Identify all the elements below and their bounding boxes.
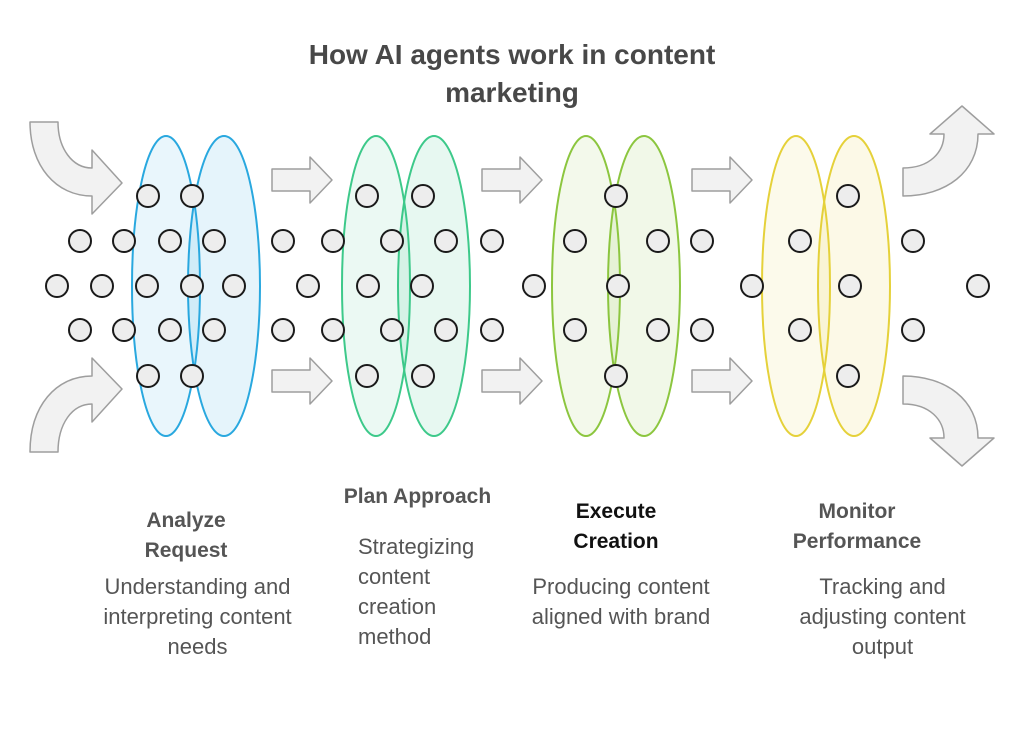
dot [646, 318, 670, 342]
dot [836, 184, 860, 208]
dot [788, 318, 812, 342]
dot [901, 229, 925, 253]
dot [271, 229, 295, 253]
step-desc-plan: Strategizing content creation method [358, 534, 475, 649]
curved-arrow-out-icon [902, 375, 995, 467]
dot [522, 274, 546, 298]
dot [202, 318, 226, 342]
dot [966, 274, 990, 298]
dot [410, 274, 434, 298]
curved-arrow-out-icon [902, 105, 995, 197]
dot [296, 274, 320, 298]
dot [901, 318, 925, 342]
ring-execute [551, 135, 681, 437]
dot [690, 318, 714, 342]
dot [180, 364, 204, 388]
dot [434, 318, 458, 342]
dot [690, 229, 714, 253]
dot [838, 274, 862, 298]
dot [136, 184, 160, 208]
dot [604, 364, 628, 388]
dot [563, 318, 587, 342]
dot [355, 184, 379, 208]
curved-arrow-in-icon [29, 357, 123, 453]
dot [202, 229, 226, 253]
dot [112, 229, 136, 253]
arrow-right-icon [481, 156, 543, 204]
step-title-execute: Execute Creation [573, 500, 659, 553]
curved-arrow-in-icon [29, 121, 123, 215]
dot [434, 229, 458, 253]
dot [136, 364, 160, 388]
dot [45, 274, 69, 298]
arrow-right-icon [271, 357, 333, 405]
dot [158, 318, 182, 342]
step-desc-execute: Producing content aligned with brand [531, 574, 711, 629]
dot [646, 229, 670, 253]
ring-monitor [761, 135, 891, 437]
dot [271, 318, 295, 342]
dot [604, 184, 628, 208]
arrow-right-icon [481, 357, 543, 405]
arrow-right-icon [271, 156, 333, 204]
dot [68, 229, 92, 253]
dot [480, 229, 504, 253]
arrow-right-icon [691, 357, 753, 405]
dot [380, 229, 404, 253]
step-title-analyze: Analyze Request [144, 509, 228, 562]
step-title-plan: Plan Approach [343, 485, 492, 508]
dot [356, 274, 380, 298]
dot [563, 229, 587, 253]
dot [68, 318, 92, 342]
dot [135, 274, 159, 298]
step-title-monitor: Monitor Performance [792, 500, 922, 553]
step-desc-analyze: Understanding and interpreting content n… [103, 574, 292, 659]
flow-arrows [29, 105, 995, 467]
dot [740, 274, 764, 298]
dot [321, 318, 345, 342]
dot [321, 229, 345, 253]
dot [180, 184, 204, 208]
dot [411, 184, 435, 208]
dot [836, 364, 860, 388]
dot [788, 229, 812, 253]
page-title: How AI agents work in content marketing [308, 39, 716, 108]
dot [222, 274, 246, 298]
dot [480, 318, 504, 342]
dot [606, 274, 630, 298]
arrow-right-icon [691, 156, 753, 204]
dot [112, 318, 136, 342]
step-desc-monitor: Tracking and adjusting content output [799, 574, 966, 659]
dot [180, 274, 204, 298]
dot [411, 364, 435, 388]
dot [158, 229, 182, 253]
dot [90, 274, 114, 298]
dot [355, 364, 379, 388]
dot [380, 318, 404, 342]
particle-dots [45, 184, 990, 388]
